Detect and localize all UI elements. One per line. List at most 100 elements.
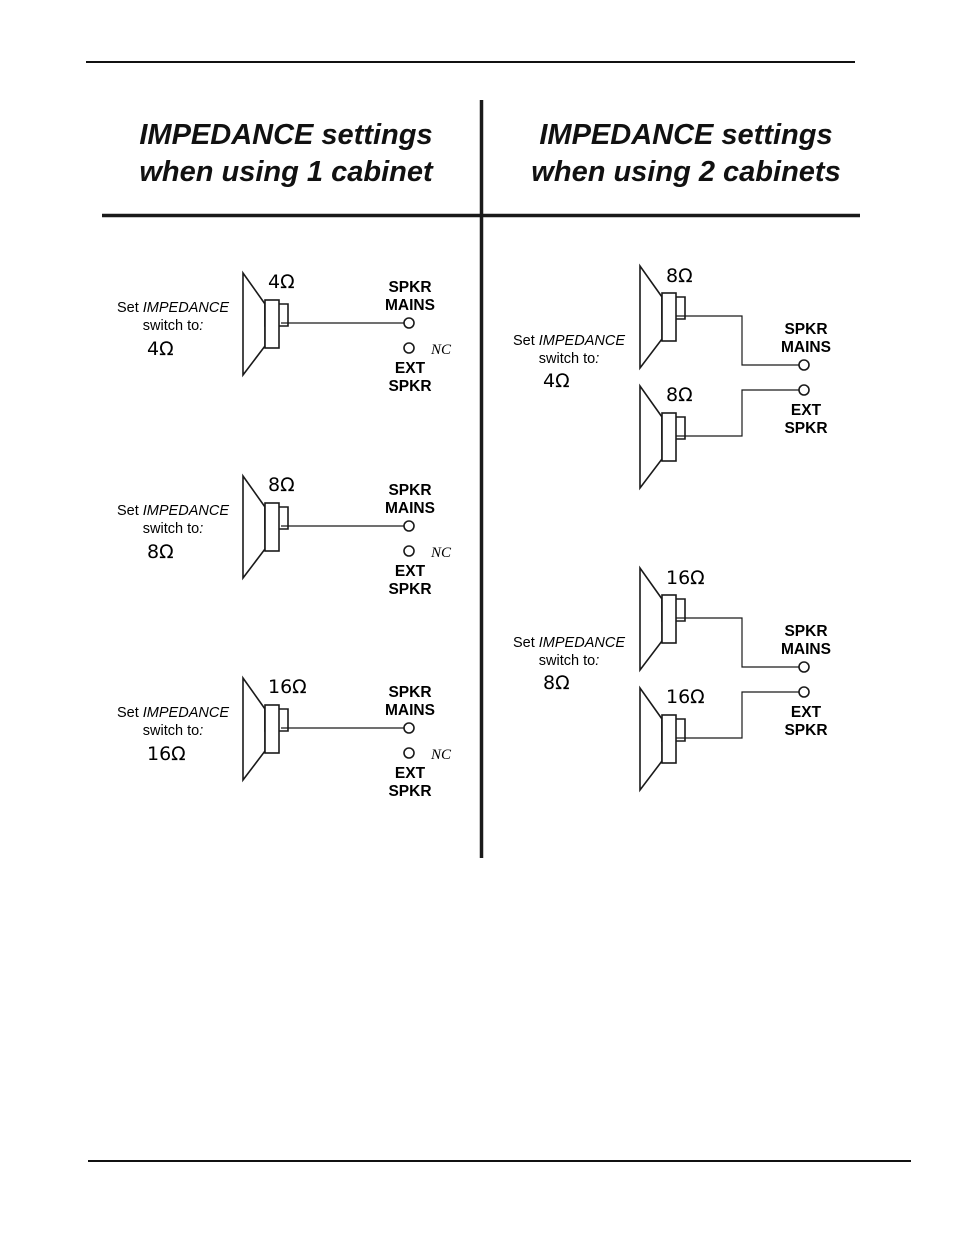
two-cab-2-set-label: Set IMPEDANCE <box>513 635 625 651</box>
two-cab-2-switch-colon: : <box>595 653 599 669</box>
one-cab-3-speaker-icon <box>242 675 289 783</box>
one-cab-2-switch-word: switch to <box>143 521 199 537</box>
one-cab-3-set-label: Set IMPEDANCE <box>117 705 229 721</box>
one-cab-1-switch-label: switch to: <box>143 318 203 334</box>
one-cab-1-impedance-word: IMPEDANCE <box>143 300 230 316</box>
one-cab-2-ext-terminal <box>403 545 415 557</box>
one-cab-2-mains-label-1: SPKR <box>388 482 431 499</box>
two-cab-1-switch-colon: : <box>595 351 599 367</box>
one-cab-1-mains-label-2: MAINS <box>385 297 435 314</box>
header-one-cabinet-line2: when using 1 cabinet <box>139 156 433 188</box>
two-cab-2-wire-a <box>676 617 799 668</box>
two-cab-1-ext-terminal <box>798 384 810 396</box>
two-cab-1-mains-terminal <box>798 359 810 371</box>
one-cab-2-ext-label-1: EXT <box>395 563 426 580</box>
one-cab-3-switch-label: switch to: <box>143 723 203 739</box>
two-cab-1-set-label: Set IMPEDANCE <box>513 333 625 349</box>
two-cab-2-ext-label-2: SPKR <box>784 722 827 739</box>
one-cab-1-set-word: Set <box>117 300 143 316</box>
two-cab-1-cabinet-b-rating: 8Ω <box>666 384 693 406</box>
one-cab-1-switch-colon: : <box>199 318 203 334</box>
one-cab-1-set-label: Set IMPEDANCE <box>117 300 229 316</box>
two-cab-1-setting-value: 4Ω <box>543 370 570 392</box>
one-cab-3-mains-label-2: MAINS <box>385 702 435 719</box>
header-two-cabinets-line1: IMPEDANCE settings <box>539 119 833 151</box>
two-cab-2-cabinet-a-rating: 16Ω <box>666 567 705 589</box>
one-cab-3-nc-label: NC <box>430 747 452 763</box>
one-cab-3-switch-colon: : <box>199 723 203 739</box>
two-cab-1-ext-label-1: EXT <box>791 402 822 419</box>
header-one-cabinet-line1: IMPEDANCE settings <box>139 119 433 151</box>
one-cab-3-cabinet-rating: 16Ω <box>268 676 307 698</box>
one-cab-1-mains-terminal <box>403 317 415 329</box>
two-cab-2-ext-terminal <box>798 686 810 698</box>
top-rule <box>86 61 855 63</box>
one-cab-2-speaker-icon <box>242 473 289 581</box>
one-cab-1-mains-label-1: SPKR <box>388 279 431 296</box>
one-cab-1-cabinet-rating: 4Ω <box>268 271 295 293</box>
one-cab-3-ext-terminal <box>403 747 415 759</box>
two-cab-2-speaker-a-icon <box>639 565 686 673</box>
one-cab-1-ext-terminal <box>403 342 415 354</box>
two-cab-2-speaker-b-icon <box>639 685 686 793</box>
header-two-cabinets-line2: when using 2 cabinets <box>531 156 841 188</box>
one-cab-3-impedance-word: IMPEDANCE <box>143 705 230 721</box>
two-cab-2-mains-label-1: SPKR <box>784 623 827 640</box>
bottom-rule <box>88 1160 911 1162</box>
two-cab-2-setting-value: 8Ω <box>543 672 570 694</box>
one-cab-3-ext-label-1: EXT <box>395 765 426 782</box>
one-cab-2-switch-colon: : <box>199 521 203 537</box>
two-cab-2-set-word: Set <box>513 635 539 651</box>
one-cab-1-speaker-icon <box>242 270 289 378</box>
one-cab-1-switch-word: switch to <box>143 318 199 334</box>
one-cab-2-ext-label-2: SPKR <box>388 581 431 598</box>
one-cab-1-nc-label: NC <box>430 342 452 358</box>
two-cab-2-switch-word: switch to <box>539 653 595 669</box>
two-cab-1-ext-label-2: SPKR <box>784 420 827 437</box>
one-cab-2-impedance-word: IMPEDANCE <box>143 503 230 519</box>
two-cab-1-speaker-a-icon <box>639 263 686 371</box>
one-cab-2-mains-terminal <box>403 520 415 532</box>
one-cab-2-set-label: Set IMPEDANCE <box>117 503 229 519</box>
header-one-cabinet: IMPEDANCE settings when using 1 cabinet <box>100 117 472 191</box>
two-cab-2-cabinet-b-rating: 16Ω <box>666 686 705 708</box>
two-cab-1-wire-b <box>676 389 799 437</box>
one-cab-3-setting-value: 16Ω <box>147 743 186 765</box>
one-cab-3-ext-label-2: SPKR <box>388 783 431 800</box>
two-cab-1-switch-word: switch to <box>539 351 595 367</box>
two-cab-2-ext-label-1: EXT <box>791 704 822 721</box>
one-cab-2-nc-label: NC <box>430 545 452 561</box>
one-cab-1-ext-label-2: SPKR <box>388 378 431 395</box>
two-cab-1-switch-label: switch to: <box>539 351 599 367</box>
one-cab-1-setting-value: 4Ω <box>147 338 174 360</box>
two-cab-2-wire-b <box>676 691 799 739</box>
two-cab-1-mains-label-2: MAINS <box>781 339 831 356</box>
two-cab-2-impedance-word: IMPEDANCE <box>539 635 626 651</box>
two-cab-2-mains-label-2: MAINS <box>781 641 831 658</box>
two-cab-1-impedance-word: IMPEDANCE <box>539 333 626 349</box>
one-cab-2-setting-value: 8Ω <box>147 541 174 563</box>
two-cab-1-mains-label-1: SPKR <box>784 321 827 338</box>
one-cab-3-mains-label-1: SPKR <box>388 684 431 701</box>
one-cab-1-ext-label-1: EXT <box>395 360 426 377</box>
header-two-cabinets: IMPEDANCE settings when using 2 cabinets <box>490 117 882 191</box>
one-cab-3-set-word: Set <box>117 705 143 721</box>
two-cab-2-switch-label: switch to: <box>539 653 599 669</box>
two-cab-1-wire-a <box>676 315 799 366</box>
two-cab-1-set-word: Set <box>513 333 539 349</box>
one-cab-2-cabinet-rating: 8Ω <box>268 474 295 496</box>
one-cab-2-set-word: Set <box>117 503 143 519</box>
two-cab-1-speaker-b-icon <box>639 383 686 491</box>
one-cab-2-mains-label-2: MAINS <box>385 500 435 517</box>
one-cab-2-switch-label: switch to: <box>143 521 203 537</box>
two-cab-1-cabinet-a-rating: 8Ω <box>666 265 693 287</box>
two-cab-2-mains-terminal <box>798 661 810 673</box>
one-cab-3-mains-terminal <box>403 722 415 734</box>
one-cab-3-switch-word: switch to <box>143 723 199 739</box>
